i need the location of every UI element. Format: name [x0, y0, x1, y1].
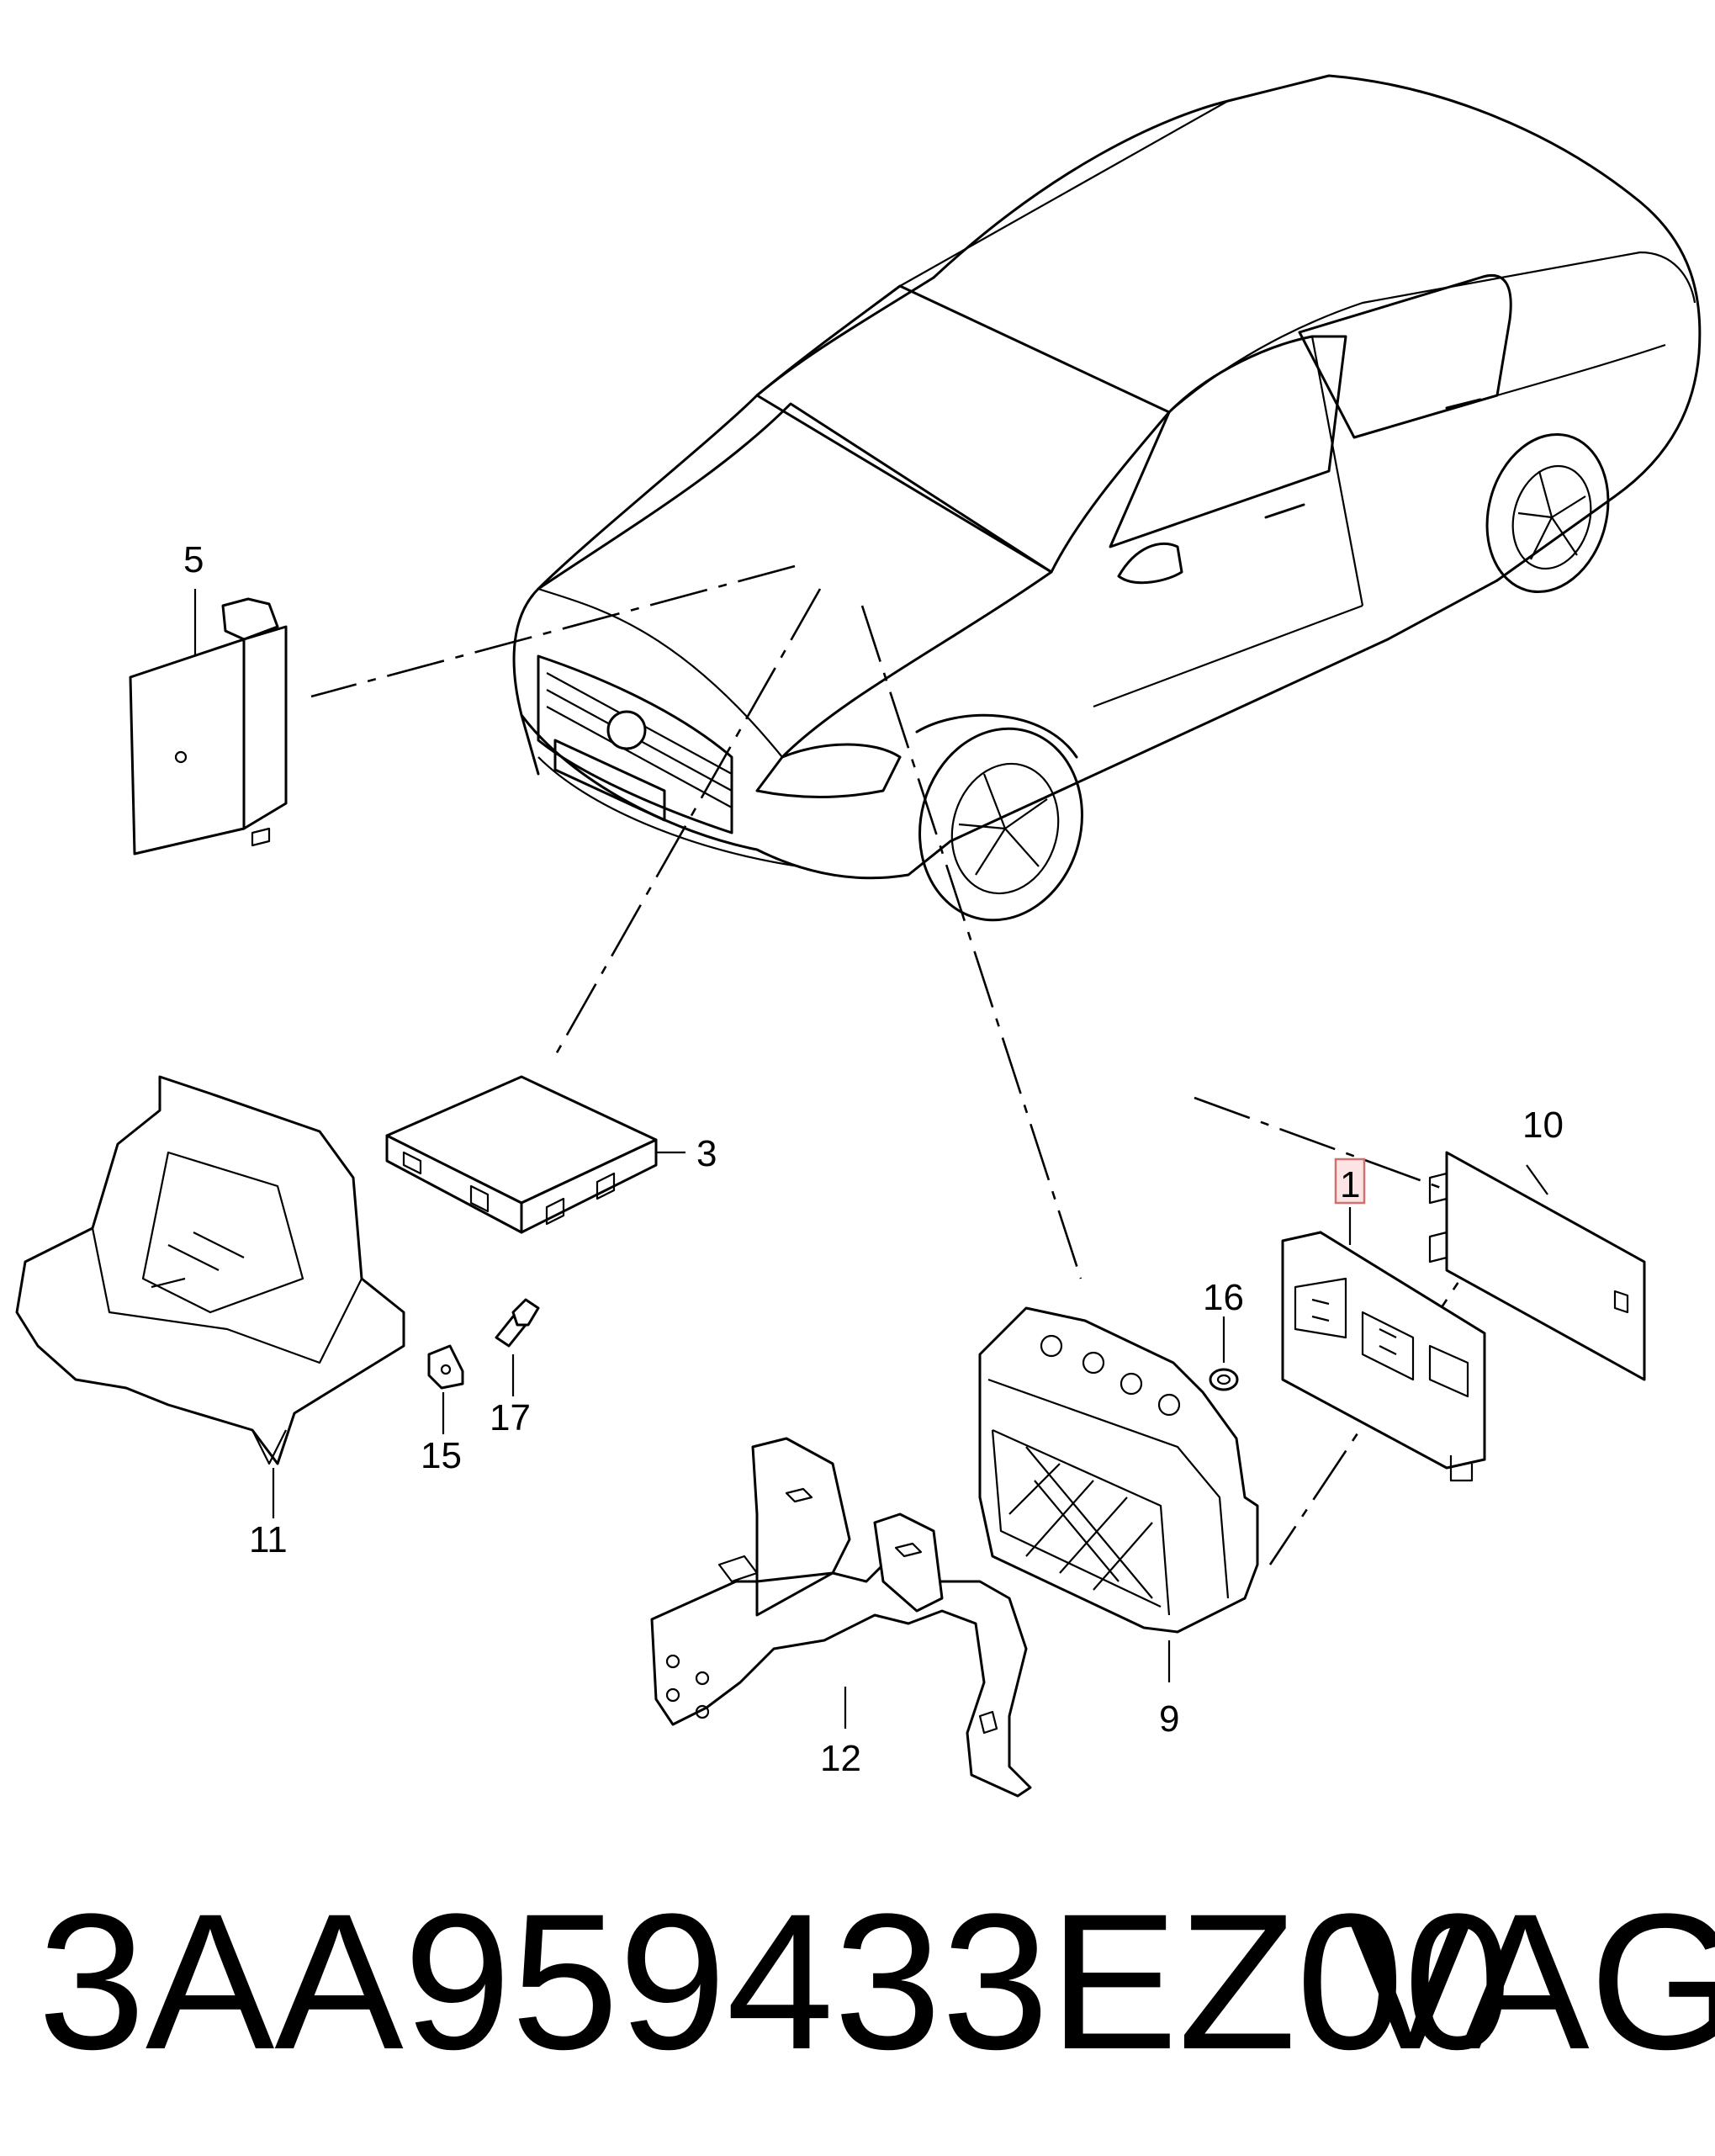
- callout-3: 3: [696, 1133, 717, 1174]
- callout-12: 12: [820, 1738, 861, 1779]
- part-1-control-unit: [1281, 1207, 1486, 1482]
- part-11-tray: [15, 1075, 405, 1518]
- part-5-module: [129, 589, 288, 856]
- part-12-bracket: [650, 1437, 1032, 1798]
- callout-15: 15: [421, 1435, 462, 1476]
- callout-9: 9: [1159, 1698, 1179, 1740]
- part-9-frame: [978, 1306, 1259, 1682]
- callout-17: 17: [490, 1397, 531, 1438]
- brand-label: VAG: [1346, 1873, 1715, 2090]
- car-illustration: [512, 74, 1702, 922]
- part-number: 3AA959433EZ00: [38, 1873, 1511, 2090]
- callout-16: 16: [1203, 1277, 1244, 1318]
- callout-10: 10: [1522, 1104, 1564, 1146]
- part-17-screw: [495, 1298, 540, 1396]
- part-15-clip: [427, 1344, 464, 1434]
- callout-1-highlight: [1334, 1157, 1366, 1205]
- callout-5: 5: [183, 539, 204, 580]
- part-3-box: [385, 1075, 685, 1234]
- part-10-plate: [1428, 1151, 1646, 1381]
- part-16-nut: [1209, 1316, 1239, 1391]
- callout-1: 1: [1340, 1164, 1360, 1205]
- callout-11: 11: [249, 1519, 288, 1560]
